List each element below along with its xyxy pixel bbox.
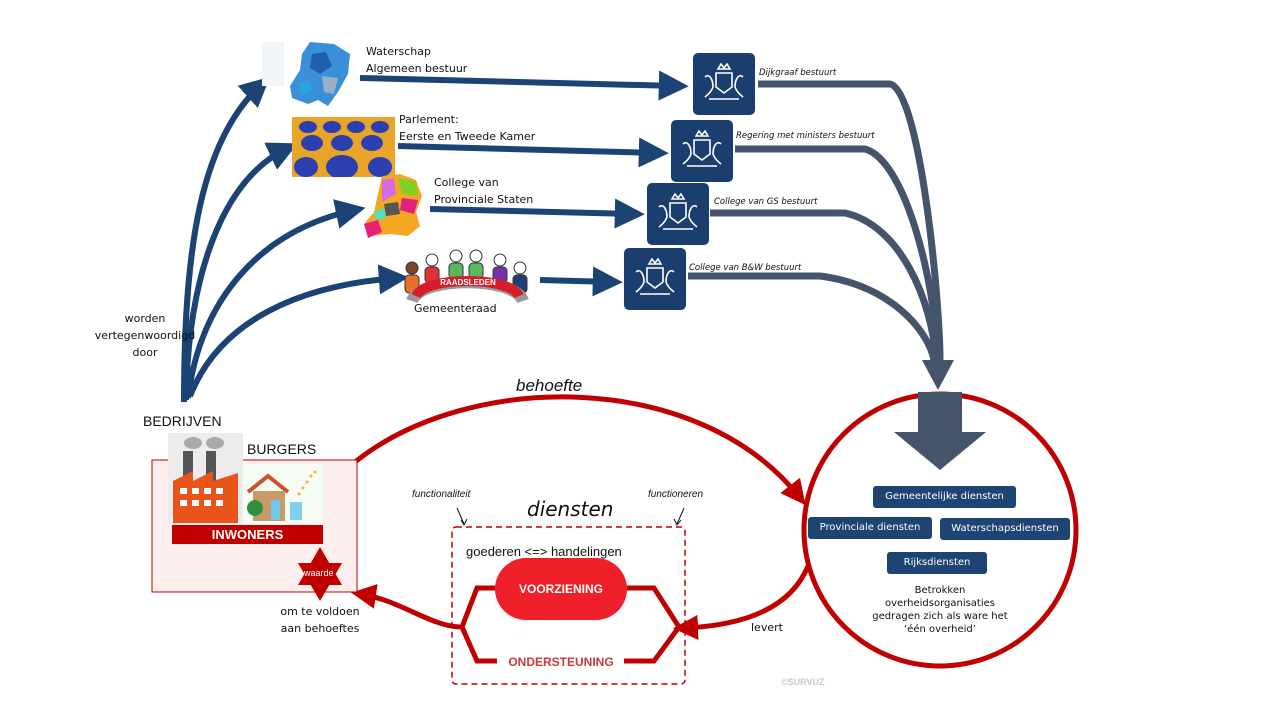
royal-crest-icon xyxy=(658,192,698,230)
arrow-to-parlement xyxy=(183,142,298,401)
gemeenteraad-title: Gemeenteraad xyxy=(414,302,497,315)
need-label: behoefte xyxy=(516,376,583,395)
arrow-to-waterschap xyxy=(181,76,271,403)
representation-arrows xyxy=(181,76,409,403)
burgers-label: BURGERS xyxy=(247,441,317,457)
functionality-label: functionaliteit xyxy=(412,489,471,500)
provision-support-frame xyxy=(459,585,683,664)
one-government-note: Betrokken overheidsorganisaties gedragen… xyxy=(872,585,1008,635)
value-label: waarde xyxy=(304,568,334,578)
executive-caption-waterschap: Dijkgraaf bestuurt xyxy=(759,68,837,78)
council-members-image: RAADSLEDEN xyxy=(400,246,535,306)
executive-caption-parlement: Regering met ministers bestuurt xyxy=(736,131,875,141)
government-big-arrow xyxy=(894,392,986,470)
crest-provinciale-staten xyxy=(647,183,709,245)
crest-parlement xyxy=(671,120,733,182)
delivers-label: levert xyxy=(751,621,783,634)
arrow-raad-to-crest xyxy=(539,266,623,297)
arrow-to-provinciale-staten xyxy=(185,199,366,399)
crest-gemeenteraad xyxy=(624,248,686,310)
crest-waterschap xyxy=(693,53,755,115)
parlement-title: Parlement: Eerste en Tweede Kamer xyxy=(399,113,536,143)
service-waterschaps: Waterschapsdiensten xyxy=(940,518,1070,540)
house-image xyxy=(243,464,323,524)
parliament-seats-image xyxy=(292,117,395,179)
arrow-waterschap-to-crest xyxy=(359,70,689,101)
bedrijven-label: BEDRIJVEN xyxy=(143,413,222,429)
converge-arrowhead xyxy=(922,360,954,390)
goods-actions-label: goederen <=> handelingen xyxy=(466,544,622,559)
factory-image xyxy=(168,433,243,528)
arrow-ps-to-crest xyxy=(429,198,645,229)
mandate-arrows xyxy=(359,70,689,297)
arrow-parlement-to-crest xyxy=(397,137,669,168)
fulfil-needs-label: om te voldoen aan behoeftes xyxy=(280,605,360,635)
functioning-label: functioneren xyxy=(648,489,704,500)
need-arrow xyxy=(353,394,806,506)
value-star-icon xyxy=(298,547,342,601)
netherlands-provinces-map-image xyxy=(360,172,428,242)
waterschap-title: Waterschap Algemeen bestuur xyxy=(366,45,468,75)
service-provinciale: Provinciale diensten xyxy=(808,517,932,539)
service-gemeentelijke: Gemeentelijke diensten xyxy=(873,486,1016,508)
value-arrow xyxy=(351,584,461,630)
royal-crest-icon xyxy=(635,257,675,295)
royal-crest-icon xyxy=(704,62,744,100)
provinciale-staten-title: College van Provinciale Staten xyxy=(434,176,534,206)
inwoners-label: INWONERS xyxy=(172,525,323,544)
executive-caption-provinciale-staten: College van GS bestuurt xyxy=(714,197,818,207)
support-label: ONDERSTEUNING xyxy=(498,655,624,669)
netherlands-waterschap-map-image xyxy=(262,40,354,108)
services-box xyxy=(451,526,686,685)
delivers-arrow xyxy=(673,565,811,640)
represented-by-label: worden vertegenwoordigd door xyxy=(94,312,196,359)
arrow-to-gemeenteraad xyxy=(187,264,409,398)
service-rijks: Rijksdiensten xyxy=(887,552,987,574)
raadsleden-label: RAADSLEDEN xyxy=(440,278,496,287)
executive-caption-gemeenteraad: College van B&W bestuurt xyxy=(689,263,802,273)
provision-pill: VOORZIENING xyxy=(495,558,627,620)
copyright-label: ©SURVUZ xyxy=(781,677,825,687)
royal-crest-icon xyxy=(682,129,722,167)
services-title: diensten xyxy=(527,497,614,521)
governance-arrows xyxy=(688,80,944,361)
